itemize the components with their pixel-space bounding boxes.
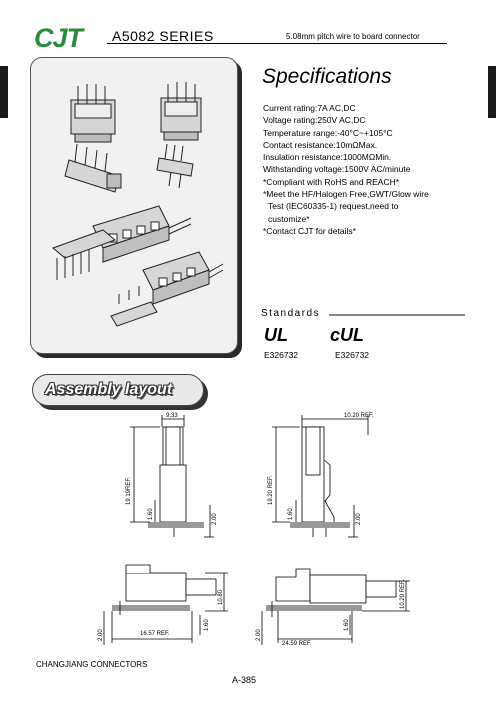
assembly-heading-pill [32, 374, 204, 406]
drawing-vertical-latch [272, 415, 369, 538]
series-title: A5082 SERIES [112, 28, 214, 44]
product-photos-illustration [52, 82, 224, 327]
product-photo-panel [30, 57, 238, 354]
spec-item: *Contact CJT for details* [263, 225, 356, 236]
dim-label: 1.60 [344, 619, 350, 631]
dim-label: 10.20 REF. [344, 413, 374, 419]
connector-right-angle-2 [156, 143, 194, 189]
connector-pcb-small [110, 286, 158, 327]
cul-cert-number: E326732 [335, 350, 370, 360]
dim-label: 2.00 [212, 513, 218, 525]
cjt-logo: CJT [34, 23, 83, 53]
spec-item: Insulation resistance:1000MΩMin. [263, 152, 392, 163]
connector-vertical-2 [160, 82, 202, 141]
dim-label: 16.57 REF. [140, 631, 170, 637]
spec-item: Test (IEC60335-1) request,need to [268, 201, 399, 212]
spec-item: *Compliant with RoHS and REACH* [263, 176, 400, 187]
footer-company: CHANGJIANG CONNECTORS [36, 660, 148, 669]
dim-label: 2.00 [98, 629, 104, 641]
dim-label: 19.20 REF. [268, 475, 274, 505]
ul-logo: UL [264, 325, 288, 345]
dim-label: 19.19REF. [126, 477, 132, 505]
dim-label: 24.59 REF. [282, 641, 312, 647]
left-edge-tab [0, 66, 8, 118]
header-divider [107, 43, 447, 44]
spec-item: Current rating:7A AC,DC [263, 103, 356, 113]
dim-label: 9.33 [166, 413, 178, 419]
ul-cert-number: E326732 [264, 350, 299, 360]
spec-item: Withstanding voltage:1500V AC/minute [263, 164, 411, 175]
connector-right-angle-1 [64, 143, 122, 193]
standards-divider [329, 314, 465, 316]
spec-item: *Meet the HF/Halogen Free,GWT/Glow wire [263, 189, 429, 200]
dim-label: 10.20 REF. [400, 579, 406, 609]
specifications-list: Current rating:7A AC,DC Voltage rating:2… [263, 102, 429, 237]
dim-label: 1.60 [288, 508, 294, 520]
assembly-heading: Assembly layout [45, 381, 173, 398]
specifications-title: Specifications [262, 65, 392, 88]
drawing-right-angle [103, 564, 228, 645]
dim-label: 1.60 [204, 619, 210, 631]
dim-label: 2.00 [256, 629, 262, 641]
dim-label: 2.00 [356, 513, 362, 525]
dim-label: 1.60 [148, 508, 154, 520]
page-number: A-385 [232, 675, 257, 685]
spec-item: Temperature range:-40°C~+105°C [263, 127, 393, 138]
drawing-right-angle-latch [261, 568, 410, 645]
right-edge-tab [488, 66, 496, 118]
connector-right-angle-3 [52, 229, 116, 280]
drawing-vertical-straight [130, 415, 214, 538]
spec-item: Contact resistance:10mΩMax. [263, 139, 378, 150]
assembly-drawings: 9.33 19.19REF. 1.60 2.00 10.20 REF. 19.2… [98, 413, 410, 647]
cul-logo: cUL [330, 325, 365, 345]
standards-label: Standards [261, 308, 321, 319]
dim-label: 10.80 [218, 589, 224, 605]
housing-bottom [142, 251, 224, 305]
connector-vertical-1 [70, 84, 116, 143]
spec-item: customize* [268, 213, 310, 224]
spec-item: Voltage rating:250V AC,DC [263, 115, 366, 126]
series-subtitle: 5.08mm pitch wire to board connector [286, 32, 420, 41]
